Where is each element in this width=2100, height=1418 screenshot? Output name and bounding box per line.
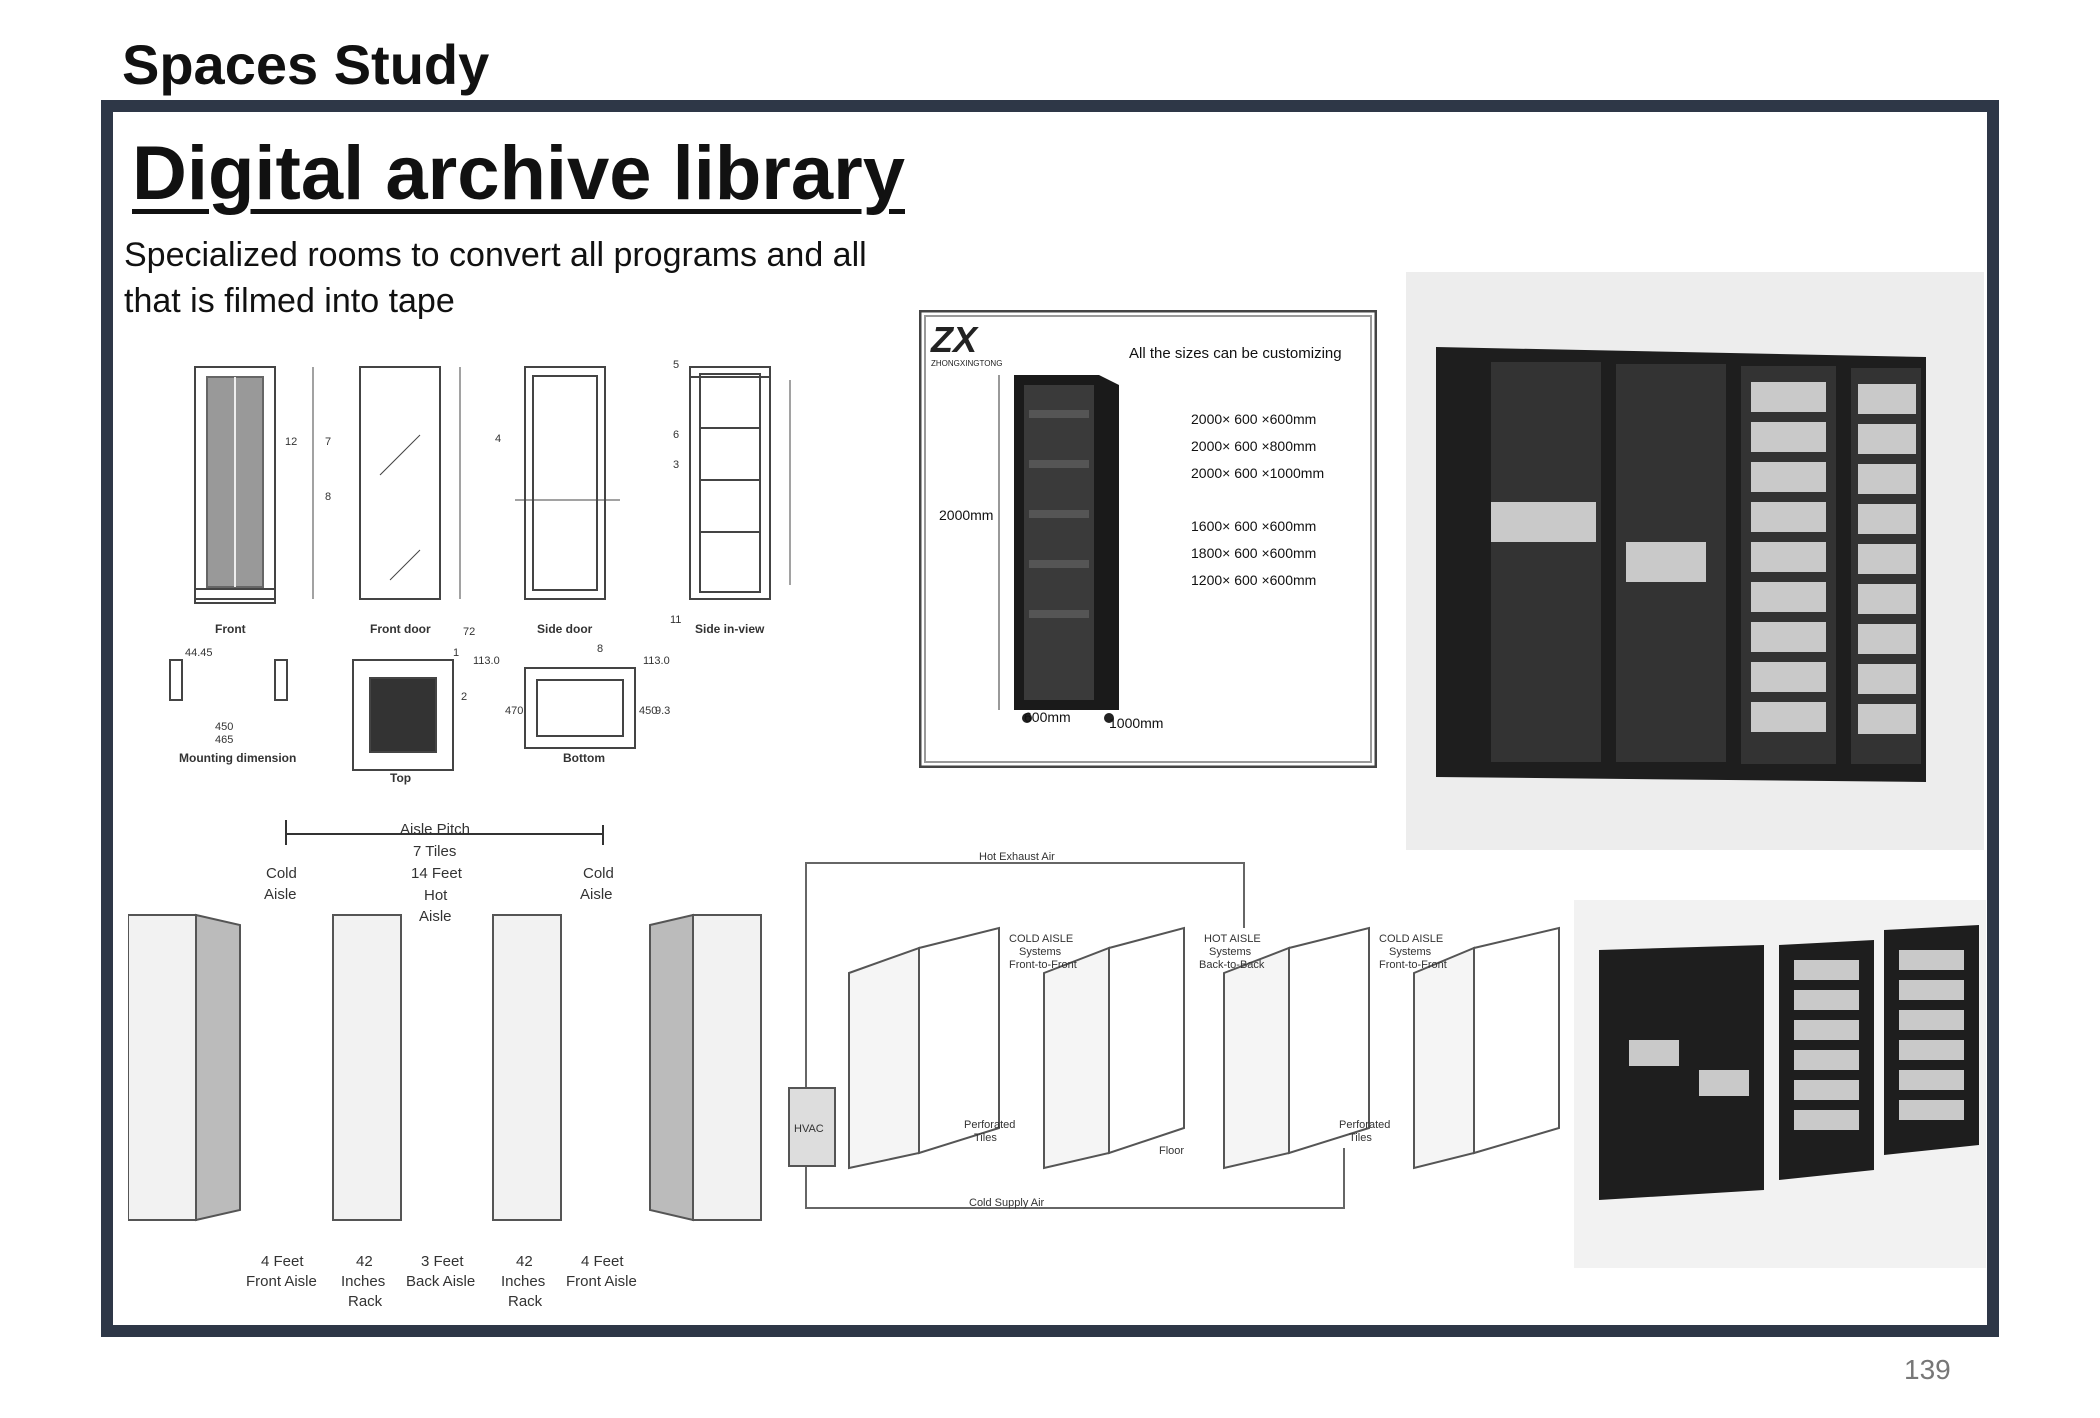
hot-aisle-mode: Back-to-Back: [1199, 959, 1265, 971]
cold-aisle-1-mode: Front-to-Front: [1009, 959, 1077, 971]
hot-aisle-2: Aisle: [419, 908, 452, 925]
callout-11: 11: [670, 614, 681, 626]
size-4: 1600× 600 ×600mm: [1191, 518, 1316, 534]
callout-2: 2: [461, 691, 467, 703]
aisle-pitch-label: Aisle Pitch: [400, 821, 470, 838]
cabinet-technical-drawing: Front Front door Side door Side in-view …: [169, 359, 791, 785]
airflow-diagram: Hot Exhaust Air Cold Supply Air HVAC Flo…: [788, 851, 1560, 1209]
bottom-2-line-2: Inches: [341, 1273, 385, 1290]
dim-450: 450: [215, 721, 233, 733]
size-2: 2000× 600 ×800mm: [1191, 438, 1316, 454]
dim-113-left: 113.0: [473, 655, 500, 667]
dim-465: 465: [215, 734, 233, 746]
page-number: 139: [1904, 1354, 1951, 1385]
size-3: 2000× 600 ×1000mm: [1191, 465, 1324, 481]
cold-aisle-2-sub: Systems: [1389, 946, 1432, 958]
hot-aisle-sub: Systems: [1209, 946, 1252, 958]
width-label: 600mm: [1024, 709, 1071, 725]
brand-logo: ZX: [930, 319, 979, 360]
bottom-label: Bottom: [563, 751, 605, 765]
cold-aisle-left-2: Aisle: [264, 886, 297, 903]
cold-aisle-1-sub: Systems: [1019, 946, 1062, 958]
aisle-layout-diagram: Aisle Pitch 7 Tiles 14 Feet Cold Aisle H…: [128, 820, 762, 1310]
hvac-label: HVAC: [794, 1123, 824, 1135]
hot-aisle-1: Hot: [424, 887, 448, 904]
callout-8-b: 8: [597, 643, 603, 655]
cold-aisle-right-1: Cold: [583, 865, 614, 882]
hvac-unit: [788, 1087, 836, 1167]
callout-7: 7: [325, 436, 331, 448]
perforated-right-2: Tiles: [1349, 1132, 1372, 1144]
bottom-2-line-1: 42: [356, 1253, 373, 1270]
callout-5: 5: [673, 359, 679, 371]
mounting-label: Mounting dimension: [179, 751, 296, 765]
cold-aisle-2-mode: Front-to-Front: [1379, 959, 1447, 971]
side-door-label: Side door: [537, 622, 593, 636]
perforated-right-1: Perforated: [1339, 1119, 1390, 1131]
aisle-pitch-tiles: 7 Tiles: [413, 843, 456, 860]
callout-3: 3: [673, 459, 679, 471]
bottom-4-line-3: Rack: [508, 1293, 543, 1310]
bottom-3-line-2: Back Aisle: [406, 1273, 475, 1290]
cold-aisle-left-1: Cold: [266, 865, 297, 882]
brand-sub: ZHONGXINGTONG: [931, 359, 1002, 368]
cold-supply-label: Cold Supply Air: [969, 1197, 1045, 1209]
callout-6: 6: [673, 429, 679, 441]
cold-aisle-right-2: Aisle: [580, 886, 613, 903]
side-in-view-label: Side in-view: [695, 622, 765, 636]
cold-aisle-2-title: COLD AISLE: [1379, 933, 1443, 945]
callout-4: 4: [495, 433, 501, 445]
floor-label: Floor: [1159, 1145, 1184, 1157]
bottom-2-line-3: Rack: [348, 1293, 383, 1310]
slide-title: Digital archive library: [132, 131, 905, 216]
dim-72: 72: [463, 626, 475, 638]
bottom-5-line-2: Front Aisle: [566, 1273, 637, 1290]
front-door-label: Front door: [370, 622, 431, 636]
hot-exhaust-label: Hot Exhaust Air: [979, 851, 1055, 863]
dim-44-45: 44.45: [185, 647, 213, 659]
dim-470: 470: [505, 705, 523, 717]
cabinet-product-image: ZX ZHONGXINGTONG All the sizes can be cu…: [919, 310, 1377, 768]
bottom-4-line-2: Inches: [501, 1273, 545, 1290]
depth-label: 1000mm: [1109, 715, 1163, 731]
height-label: 2000mm: [939, 507, 993, 523]
top-label: Top: [390, 771, 411, 785]
server-racks-photo-small: [1574, 900, 1986, 1268]
dim-113-right: 113.0: [643, 655, 670, 667]
bottom-5-line-1: 4 Feet: [581, 1253, 624, 1270]
aisle-pitch-feet: 14 Feet: [411, 865, 463, 882]
bottom-1-line-2: Front Aisle: [246, 1273, 317, 1290]
dim-9-3: 9.3: [655, 705, 670, 717]
cold-aisle-1-title: COLD AISLE: [1009, 933, 1073, 945]
size-1: 2000× 600 ×600mm: [1191, 411, 1316, 427]
size-6: 1200× 600 ×600mm: [1191, 572, 1316, 588]
slide-description: Specialized rooms to convert all program…: [124, 236, 867, 320]
callout-1: 1: [453, 647, 459, 659]
slide-frame: [101, 100, 1999, 1337]
perforated-left-2: Tiles: [974, 1132, 997, 1144]
callout-8: 8: [325, 491, 331, 503]
hot-aisle-title: HOT AISLE: [1204, 933, 1261, 945]
product-headline: All the sizes can be customizing: [1129, 345, 1342, 362]
perforated-left-1: Perforated: [964, 1119, 1015, 1131]
dim-450-b: 450: [639, 705, 657, 717]
section-title: Spaces Study: [122, 33, 490, 96]
callout-12: 12: [285, 436, 297, 448]
bottom-3-line-1: 3 Feet: [421, 1253, 464, 1270]
bottom-4-line-1: 42: [516, 1253, 533, 1270]
front-label: Front: [215, 622, 246, 636]
size-5: 1800× 600 ×600mm: [1191, 545, 1316, 561]
server-racks-photo: [1406, 272, 1984, 850]
bottom-1-line-1: 4 Feet: [261, 1253, 304, 1270]
